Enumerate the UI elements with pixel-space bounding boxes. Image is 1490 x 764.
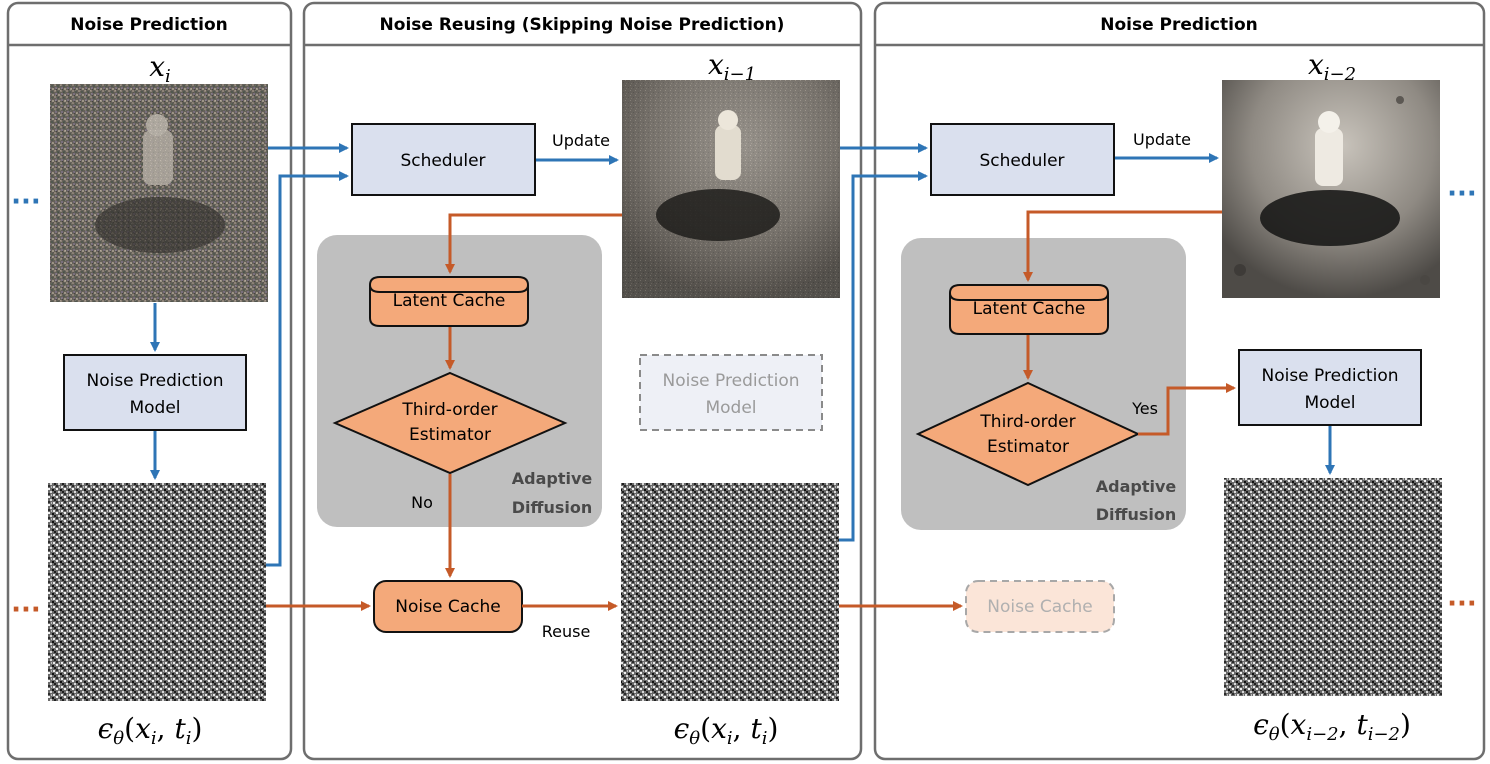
third-order-estimator-right: Third-order Estimator bbox=[915, 381, 1141, 487]
adaptive-diffusion-label-middle-line1: Adaptive bbox=[512, 469, 593, 488]
svg-text:Estimator: Estimator bbox=[409, 425, 491, 445]
svg-text:Model: Model bbox=[129, 398, 180, 418]
svg-text:Latent Cache: Latent Cache bbox=[393, 291, 506, 311]
noise-label-middle: ϵθ(xi, ti) bbox=[674, 712, 779, 749]
latent-image-left bbox=[50, 84, 268, 302]
latent-label-middle: xi−1 bbox=[708, 48, 756, 85]
latent-label-left: xi bbox=[149, 50, 171, 87]
ellipsis-right-blue: ··· bbox=[1447, 179, 1477, 209]
svg-text:Third-order: Third-order bbox=[401, 400, 497, 420]
edge-label-update-middle: Update bbox=[552, 131, 610, 150]
noise-image-right bbox=[1224, 478, 1442, 696]
edge-label-update-right: Update bbox=[1133, 130, 1191, 149]
adaptive-diffusion-label-right-line1: Adaptive bbox=[1096, 477, 1177, 496]
panel-right-title: Noise Prediction bbox=[1100, 15, 1257, 35]
third-order-estimator-middle: Third-order Estimator bbox=[332, 371, 568, 475]
noise-label-right: ϵθ(xi−2, ti−2) bbox=[1253, 708, 1411, 745]
svg-text:Noise Cache: Noise Cache bbox=[395, 597, 500, 617]
ellipsis-left-blue: ··· bbox=[11, 187, 41, 217]
svg-text:Noise Prediction: Noise Prediction bbox=[86, 371, 223, 391]
orange-arrows bbox=[266, 210, 1236, 611]
latent-label-right: xi−2 bbox=[1308, 48, 1356, 85]
edge-label-reuse: Reuse bbox=[542, 622, 591, 641]
svg-text:Model: Model bbox=[705, 398, 756, 418]
svg-text:Noise Cache: Noise Cache bbox=[987, 597, 1092, 617]
panel-right: Noise Prediction bbox=[873, 1, 1486, 761]
latent-image-middle bbox=[622, 80, 840, 298]
svg-text:Noise Prediction: Noise Prediction bbox=[1261, 366, 1398, 386]
noise-prediction-model-left: Noise Prediction Model bbox=[63, 354, 247, 431]
ellipsis-left-orange: ··· bbox=[11, 595, 41, 625]
scheduler-box-middle: Scheduler bbox=[351, 123, 536, 196]
noise-cache-middle: Noise Cache bbox=[373, 580, 523, 633]
svg-text:Noise Prediction: Noise Prediction bbox=[662, 371, 799, 391]
edge-label-no: No bbox=[411, 493, 433, 512]
noise-cache-right-faded: Noise Cache bbox=[965, 580, 1115, 633]
blue-arrows bbox=[150, 143, 1335, 567]
noise-prediction-model-right: Noise Prediction Model bbox=[1238, 349, 1422, 426]
noise-label-left: ϵθ(xi, ti) bbox=[98, 712, 203, 749]
latent-cache-middle: Latent Cache bbox=[368, 276, 530, 327]
latent-image-right bbox=[1222, 80, 1440, 298]
svg-text:Third-order: Third-order bbox=[979, 412, 1075, 432]
svg-text:Model: Model bbox=[1304, 393, 1355, 413]
adaptive-diffusion-label-right-line2: Diffusion bbox=[1096, 505, 1177, 524]
svg-text:Scheduler: Scheduler bbox=[400, 151, 485, 171]
svg-text:Estimator: Estimator bbox=[987, 437, 1069, 457]
adaptive-diffusion-label-middle-line2: Diffusion bbox=[512, 498, 593, 517]
ellipsis-right-orange: ··· bbox=[1447, 589, 1477, 619]
scheduler-box-right: Scheduler bbox=[930, 123, 1115, 196]
panel-middle-title: Noise Reusing (Skipping Noise Prediction… bbox=[380, 15, 785, 35]
noise-prediction-model-skipped: Noise Prediction Model bbox=[639, 354, 823, 431]
svg-text:Latent Cache: Latent Cache bbox=[973, 299, 1086, 319]
svg-text:Scheduler: Scheduler bbox=[979, 151, 1064, 171]
panel-middle: Noise Reusing (Skipping Noise Prediction… bbox=[302, 1, 863, 761]
noise-image-left bbox=[48, 483, 266, 701]
latent-cache-right: Latent Cache bbox=[948, 284, 1110, 335]
noise-image-middle bbox=[621, 483, 839, 701]
panel-left: Noise Prediction bbox=[6, 1, 293, 761]
panel-left-title: Noise Prediction bbox=[70, 15, 227, 35]
edge-label-yes: Yes bbox=[1131, 399, 1158, 418]
